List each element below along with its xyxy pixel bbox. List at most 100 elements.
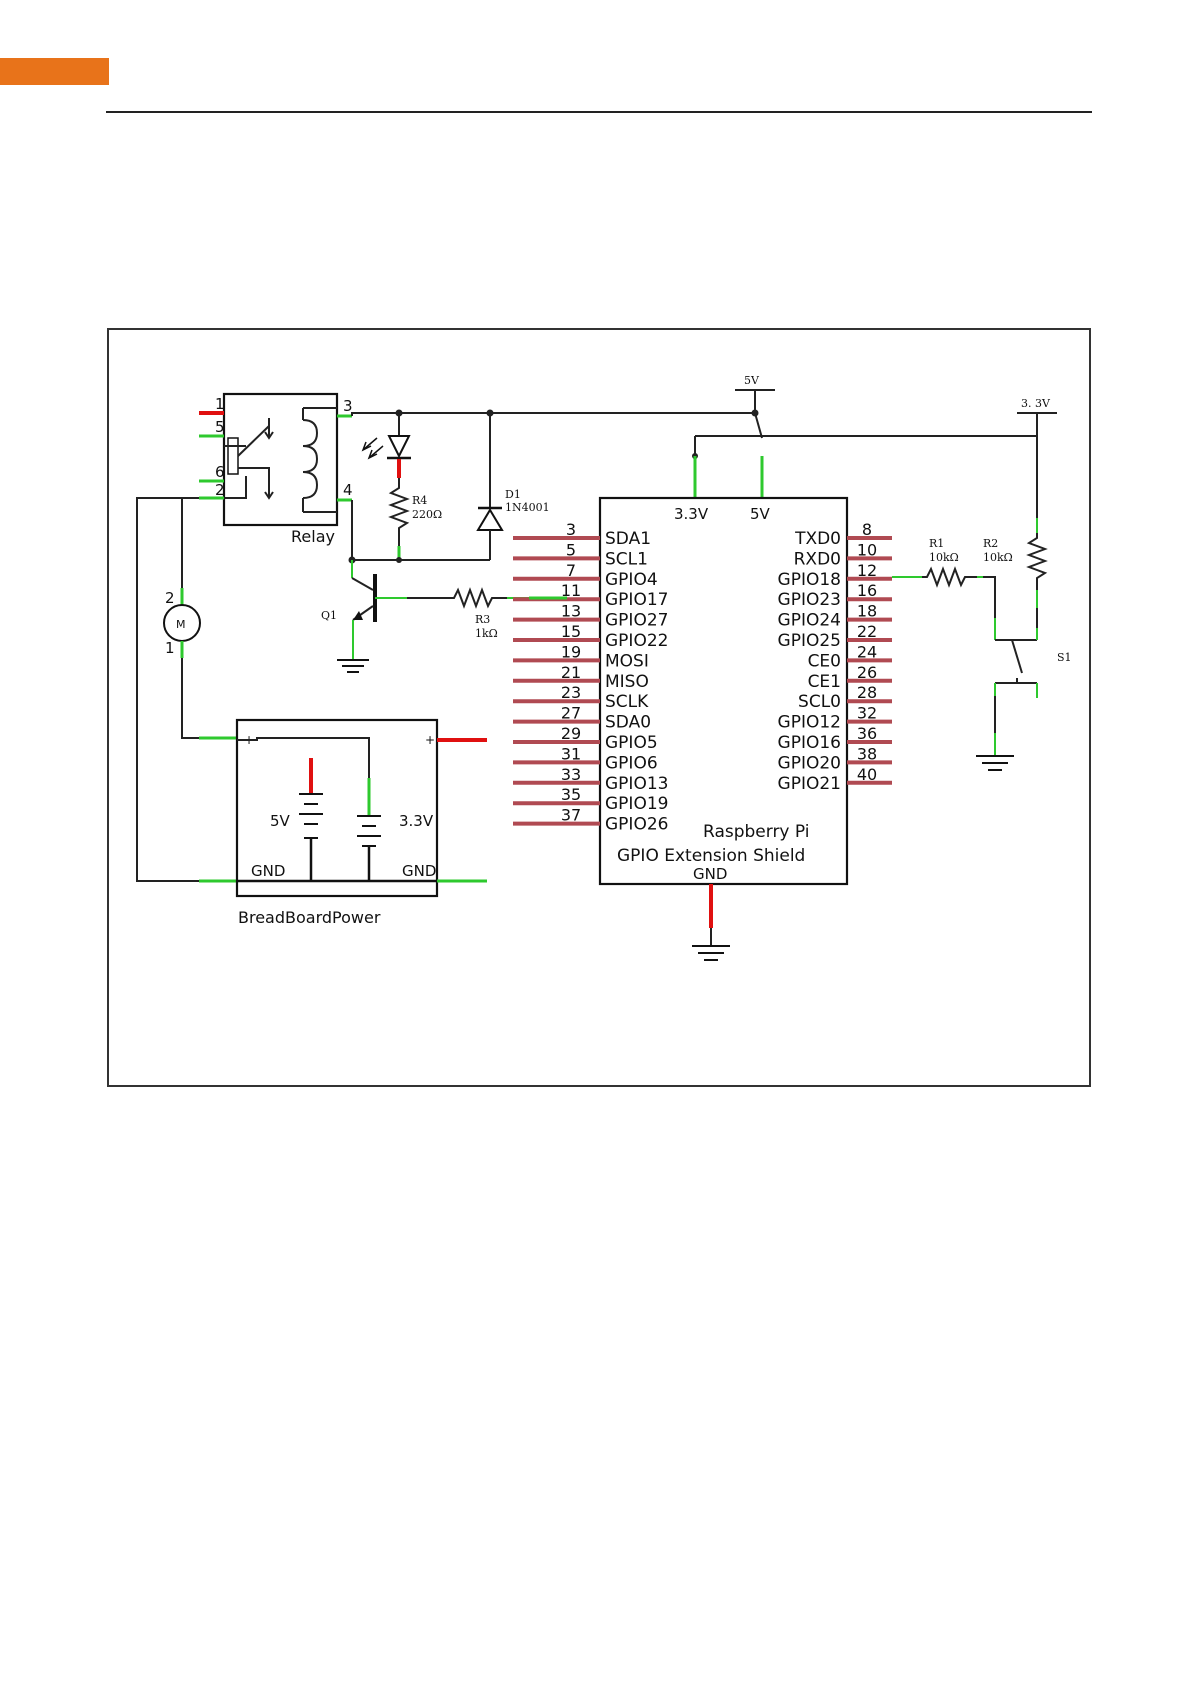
resistor-r2: R2 10kΩ: [983, 518, 1048, 608]
left-pin-number: 15: [561, 622, 581, 641]
header-tab: [0, 58, 109, 85]
right-pin-number: 12: [857, 561, 877, 580]
r3-label: R3: [475, 613, 490, 626]
right-pin-number: 38: [857, 744, 877, 763]
r2-value: 10kΩ: [983, 551, 1013, 564]
right-pin-number: 36: [857, 724, 877, 743]
right-pin-number: 40: [857, 765, 877, 784]
shield-title-2: GPIO Extension Shield: [617, 846, 805, 866]
left-pin-name: MOSI: [605, 651, 649, 671]
transistor-q1: Q1: [321, 560, 407, 673]
right-pin-name: GPIO23: [778, 590, 841, 610]
header-rule: [106, 111, 1092, 113]
left-pin-number: 3: [566, 520, 576, 539]
right-pin-number: 28: [857, 683, 877, 702]
left-pin-number: 11: [561, 581, 581, 600]
right-pin-number: 18: [857, 602, 877, 621]
right-pin-name: SCL0: [798, 692, 841, 712]
left-pin-number: 23: [561, 683, 581, 702]
left-pin-name: GPIO4: [605, 570, 658, 590]
r1-value: 10kΩ: [929, 551, 959, 564]
resistor-r4: R4 220Ω: [388, 478, 442, 546]
relay-pin-1: 1: [215, 395, 225, 413]
left-pin-name: SDA1: [605, 529, 651, 549]
shield-gnd-label: GND: [693, 865, 727, 883]
diode-d1: D1 1N4001: [476, 413, 550, 560]
right-pin-number: 10: [857, 540, 877, 559]
left-pin-name: GPIO27: [605, 611, 668, 631]
right-pin-name: CE0: [808, 651, 841, 671]
breadboard-plus-right: +: [425, 733, 435, 747]
left-pin-name: GPIO6: [605, 753, 658, 773]
relay-pin-2: 2: [215, 481, 225, 499]
left-pin-number: 5: [566, 540, 576, 559]
left-pin-number: 33: [561, 765, 581, 784]
r2-label: R2: [983, 537, 998, 550]
left-pin-number: 19: [561, 642, 581, 661]
r1-label: R1: [929, 537, 944, 550]
breadboard-gnd-left: GND: [251, 862, 285, 880]
shield-right-pins: 8TXD010RXD012GPIO1816GPIO2318GPIO2422GPI…: [778, 520, 892, 794]
left-pin-number: 37: [561, 806, 581, 825]
r4-value: 220Ω: [412, 508, 442, 521]
d1-label: D1: [505, 488, 521, 501]
s1-label: S1: [1057, 651, 1072, 664]
relay-pin-3: 3: [343, 397, 353, 415]
right-pin-name: GPIO20: [778, 753, 841, 773]
left-pin-name: GPIO26: [605, 815, 668, 835]
left-pin-name: SCLK: [605, 692, 649, 712]
left-pin-name: SCL1: [605, 549, 648, 569]
right-pin-name: RXD0: [794, 549, 841, 569]
shield-3v3-label: 3.3V: [674, 505, 709, 523]
relay-pin-4: 4: [343, 481, 353, 499]
right-pin-name: TXD0: [794, 529, 841, 549]
left-pin-number: 21: [561, 663, 581, 682]
right-pin-name: GPIO21: [778, 774, 841, 794]
motor: M 2 1: [163, 497, 237, 740]
left-pin-name: GPIO5: [605, 733, 658, 753]
q1-label: Q1: [321, 609, 337, 622]
breadboard-5v: 5V: [270, 812, 291, 830]
switch-s1: S1: [976, 576, 1072, 771]
shield-5v-label: 5V: [750, 505, 771, 523]
gpio-shield: 3.3V 5V Raspberry Pi GPIO Extension Shie…: [513, 496, 892, 961]
resistor-r3: R3 1kΩ: [407, 587, 529, 640]
relay-coil: [302, 419, 319, 499]
right-pin-number: 26: [857, 663, 877, 682]
breadboard-label: BreadBoardPower: [238, 908, 381, 927]
relay-contact-block: [227, 437, 239, 475]
left-pin-number: 13: [561, 602, 581, 621]
breadboard-gnd-right: GND: [402, 862, 436, 880]
left-pin-number: 29: [561, 724, 581, 743]
relay-label: Relay: [291, 527, 335, 546]
right-pin-number: 8: [862, 520, 872, 539]
left-pin-number: 27: [561, 704, 581, 723]
left-pin-name: GPIO13: [605, 774, 668, 794]
circuit-schematic: Relay 1 5 6 2 3 4 5V 3. 3V: [107, 328, 1091, 1087]
right-pin-name: GPIO16: [778, 733, 841, 753]
left-pin-number: 35: [561, 785, 581, 804]
right-pin-number: 16: [857, 581, 877, 600]
relay-pin-6: 6: [215, 463, 225, 481]
right-pin-name: GPIO12: [778, 713, 841, 733]
led: [361, 413, 411, 478]
motor-pin-1: 1: [165, 639, 175, 657]
right-pin-name: GPIO18: [778, 570, 841, 590]
breadboard-3v3: 3.3V: [399, 812, 434, 830]
left-pin-name: GPIO17: [605, 590, 668, 610]
r3-value: 1kΩ: [475, 627, 498, 640]
r4-label: R4: [412, 494, 427, 507]
left-pin-name: GPIO22: [605, 631, 668, 651]
relay-pin-5: 5: [215, 418, 225, 436]
shield-title-1: Raspberry Pi: [703, 822, 810, 842]
relay-body: [222, 392, 339, 527]
left-pin-name: SDA0: [605, 713, 651, 733]
right-pin-number: 22: [857, 622, 877, 641]
right-pin-number: 24: [857, 642, 877, 661]
right-pin-name: GPIO25: [778, 631, 841, 651]
relay: Relay 1 5 6 2 3 4: [199, 392, 353, 546]
top-rail-wire: [351, 412, 755, 416]
right-pin-name: GPIO24: [778, 611, 841, 631]
d1-value: 1N4001: [505, 501, 550, 514]
